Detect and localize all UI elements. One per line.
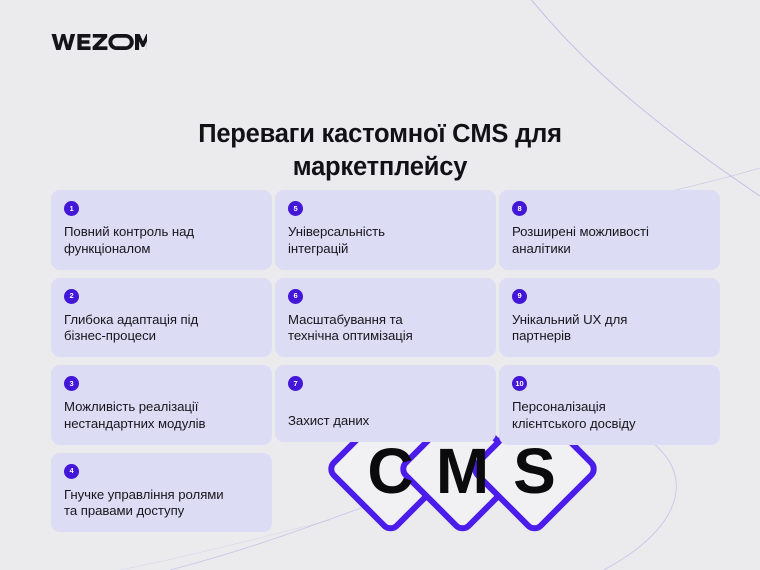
page-title: Переваги кастомної CMS для маркетплейсу: [130, 118, 630, 183]
benefit-text-line-1: Гнучке управління ролями: [64, 486, 224, 502]
benefits-column-2: 5 Універсальність інтеграцій 6 Масштабув…: [275, 190, 496, 450]
benefits-column-3: 8 Розширені можливості аналітики 9 Уніка…: [499, 190, 720, 453]
benefit-card[interactable]: 9 Унікальний UX для партнерів: [499, 277, 720, 358]
benefit-number-badge: 2: [64, 288, 79, 304]
benefit-card[interactable]: 1 Повний контроль над функціоналом: [51, 190, 272, 270]
wezom-logo-icon: [51, 34, 147, 50]
cms-letter-s: S: [513, 435, 556, 507]
benefit-text-line-2: клієнтського досвіду: [512, 415, 636, 431]
benefits-column-1: 1 Повний контроль над функціоналом 2 Гли…: [51, 190, 272, 540]
benefit-text: Унікальний UX для партнерів: [512, 312, 707, 346]
benefit-text-line-2: бізнес-процеси: [64, 328, 156, 344]
benefit-card[interactable]: 8 Розширені можливості аналітики: [499, 190, 720, 270]
benefit-text: Повний контроль над функціоналом: [64, 224, 259, 258]
benefit-text: Розширені можливості аналітики: [512, 224, 707, 258]
benefit-text-line-2: нестандартних модулів: [64, 415, 206, 431]
benefit-text: Персоналізація клієнтського досвіду: [512, 399, 707, 433]
benefit-text-line-1: Універсальність: [288, 224, 385, 239]
benefit-text: Захист даних: [288, 399, 483, 430]
benefit-text-line-1: Глибока адаптація під: [64, 311, 199, 327]
benefit-number-badge: 3: [64, 376, 79, 392]
benefit-text-line-1: Можливість реалізації: [64, 399, 199, 415]
benefit-text-line-2: функціоналом: [64, 240, 151, 256]
benefit-text: Масштабування та технічна оптимізація: [288, 312, 483, 346]
benefit-card[interactable]: 4 Гнучке управління ролями та правами до…: [51, 452, 272, 533]
benefit-text-line-1: Розширені можливості: [512, 224, 649, 239]
benefit-card[interactable]: 10 Персоналізація клієнтського досвіду: [499, 365, 720, 445]
benefit-number-badge: 5: [288, 201, 303, 216]
benefit-text: Універсальність інтеграцій: [288, 224, 483, 258]
benefit-text: Глибока адаптація під бізнес-процеси: [64, 312, 259, 346]
benefit-text-line-1: Захист даних: [288, 413, 370, 429]
benefit-text-line-1: Повний контроль над: [64, 224, 195, 239]
page-title-line-2: маркетплейсу: [292, 152, 468, 181]
benefit-text-line-2: аналітики: [512, 240, 571, 256]
benefit-number-badge: 1: [64, 201, 79, 216]
benefit-text-line-1: Персоналізація: [512, 399, 606, 415]
benefit-text-line-2: та правами доступу: [64, 503, 185, 519]
benefit-card[interactable]: 2 Глибока адаптація під бізнес-процеси: [51, 277, 272, 358]
benefit-text-line-2: партнерів: [512, 328, 571, 344]
benefit-text-line-1: Унікальний UX для: [512, 311, 628, 327]
benefit-card[interactable]: 3 Можливість реалізації нестандартних мо…: [51, 365, 272, 445]
benefit-text-line-2: технічна оптимізація: [288, 328, 413, 344]
benefit-card[interactable]: 5 Універсальність інтеграцій: [275, 190, 496, 270]
benefit-card[interactable]: 7 Захист даних: [275, 365, 496, 442]
page-title-line-1: Переваги кастомної CMS для: [198, 120, 562, 149]
benefit-number-badge: 8: [512, 201, 527, 216]
cms-letter-c: C: [367, 435, 413, 507]
benefit-number-badge: 7: [288, 376, 303, 392]
benefit-card[interactable]: 6 Масштабування та технічна оптимізація: [275, 277, 496, 358]
benefit-number-badge: 10: [512, 376, 527, 392]
benefit-text-line-1: Масштабування та: [288, 311, 403, 327]
benefit-text: Гнучке управління ролями та правами дост…: [64, 487, 259, 521]
cms-letter-m: M: [436, 435, 489, 507]
wezom-logo[interactable]: [51, 31, 147, 53]
benefit-number-badge: 4: [64, 463, 79, 479]
benefit-number-badge: 6: [288, 288, 303, 304]
benefit-text: Можливість реалізації нестандартних моду…: [64, 399, 259, 433]
benefit-number-badge: 9: [512, 288, 527, 304]
benefit-text-line-2: інтеграцій: [288, 240, 349, 256]
